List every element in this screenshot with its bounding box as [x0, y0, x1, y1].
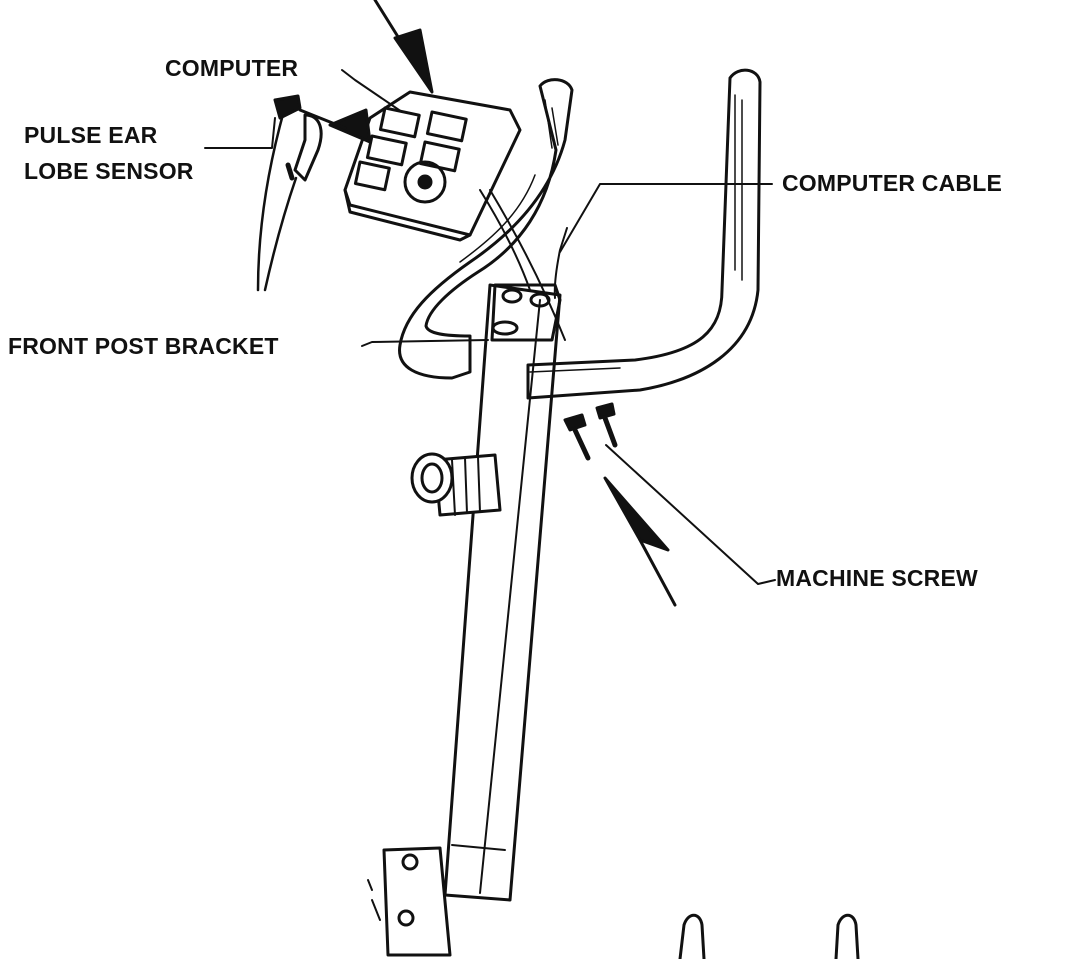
adjustment-knob [410, 452, 502, 517]
leader-lines [204, 69, 776, 585]
grip-texture-left [459, 99, 559, 263]
label-computer: COMPUTER [165, 55, 299, 81]
label-front-post-bracket: FRONT POST BRACKET [8, 333, 279, 359]
label-computer-cable: COMPUTER CABLE [782, 170, 1003, 196]
label-machine-screw: MACHINE SCREW [776, 565, 978, 591]
handlebar-right [526, 68, 762, 400]
computer-console [343, 90, 522, 242]
front-post [443, 283, 562, 902]
handlebar-left-grip [398, 78, 574, 380]
label-lobe-sensor: LOBE SENSOR [24, 158, 194, 184]
bottom-plate [367, 846, 452, 957]
grip-texture-right [529, 94, 743, 373]
arrow-screw [603, 476, 670, 552]
machine-screw-1 [563, 413, 591, 461]
arrow-top [373, 0, 434, 94]
label-pulse-ear: PULSE EAR [24, 122, 158, 148]
arrow-computer [328, 108, 372, 144]
machine-screw-2 [595, 402, 618, 448]
pulse-ear-lobe-sensor [256, 94, 323, 292]
